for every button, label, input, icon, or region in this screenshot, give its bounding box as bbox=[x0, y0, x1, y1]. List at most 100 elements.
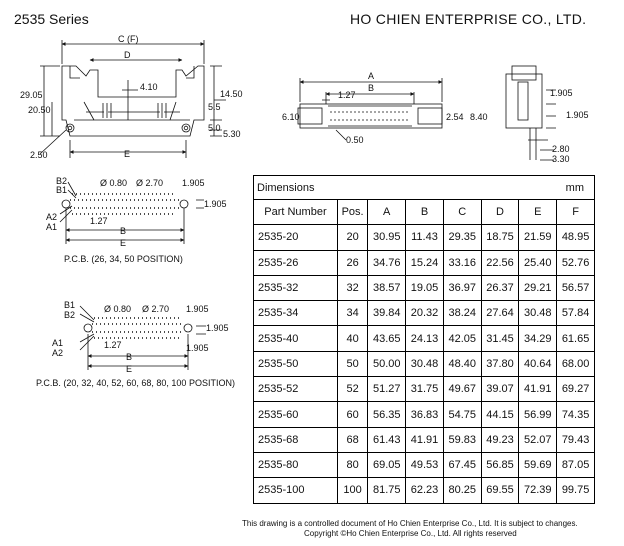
value-cell: 25.40 bbox=[518, 249, 558, 276]
value-cell: 81.75 bbox=[367, 477, 407, 504]
pcb-layout-2 bbox=[79, 305, 206, 370]
dim-pitch: 1.27 bbox=[338, 90, 356, 100]
series-title: 2535 Series bbox=[14, 11, 89, 27]
pcb1-pitch-2: 1.905 bbox=[204, 199, 227, 209]
top-view bbox=[297, 78, 443, 141]
value-cell: 61.43 bbox=[367, 426, 407, 453]
pcb2-drill-2: Ø 2.70 bbox=[142, 304, 169, 314]
dim-right-3: 5.0 bbox=[208, 123, 221, 133]
part-number-cell: 2535-52 bbox=[253, 376, 338, 403]
value-cell: 40 bbox=[336, 325, 369, 352]
dim-bottom: 0.50 bbox=[346, 135, 364, 145]
value-cell: 31.75 bbox=[405, 376, 444, 403]
part-number-cell: 2535-80 bbox=[253, 451, 338, 479]
value-cell: 99.75 bbox=[556, 477, 595, 504]
value-cell: 41.91 bbox=[518, 376, 558, 403]
dim-right-a: 2.54 bbox=[446, 112, 464, 122]
part-number-cell: 2535-100 bbox=[253, 477, 338, 504]
part-number-cell: 2535-40 bbox=[253, 325, 338, 352]
value-cell: 57.84 bbox=[556, 300, 595, 327]
value-cell: 74.35 bbox=[556, 401, 595, 428]
value-cell: 80.25 bbox=[442, 477, 482, 504]
value-cell: 79.43 bbox=[556, 426, 595, 453]
value-cell: 29.21 bbox=[518, 274, 558, 302]
side-dim-top: 1.905 bbox=[550, 88, 573, 98]
table-title: Dimensions bbox=[257, 181, 315, 194]
pcb-layout-1 bbox=[59, 181, 204, 244]
value-cell: 49.67 bbox=[442, 376, 482, 403]
value-cell: 43.65 bbox=[367, 325, 407, 352]
value-cell: 56.35 bbox=[367, 401, 407, 428]
value-cell: 69.55 bbox=[480, 477, 520, 504]
value-cell: 20 bbox=[336, 224, 369, 251]
dim-height-1: 29.05 bbox=[20, 90, 43, 100]
part-number-cell: 2535-32 bbox=[253, 274, 338, 302]
part-number-cell: 2535-60 bbox=[253, 401, 338, 428]
value-cell: 30.95 bbox=[367, 224, 407, 251]
pcb2-pitch-4: 1.27 bbox=[104, 340, 122, 350]
dim-left: 6.10 bbox=[282, 112, 300, 122]
part-number-cell: 2535-20 bbox=[253, 224, 338, 251]
col-header-f: F bbox=[556, 198, 595, 226]
pcb2-caption: P.C.B. (20, 32, 40, 52, 60, 68, 80, 100 … bbox=[36, 378, 235, 388]
pcb2-dim-e: E bbox=[126, 364, 132, 374]
value-cell: 32 bbox=[336, 274, 369, 302]
dim-right-1: 14.50 bbox=[220, 89, 243, 99]
col-header-e: E bbox=[518, 198, 558, 226]
pcb2-dim-b: B bbox=[126, 352, 132, 362]
pcb2-drill-1: Ø 0.80 bbox=[104, 304, 131, 314]
value-cell: 49.53 bbox=[405, 451, 444, 479]
table-title-row: Dimensions mm bbox=[253, 175, 595, 200]
value-cell: 39.84 bbox=[367, 300, 407, 327]
pcb2-b2: B2 bbox=[64, 310, 75, 320]
value-cell: 42.05 bbox=[442, 325, 482, 352]
pcb1-drill-1: Ø 0.80 bbox=[100, 178, 127, 188]
value-cell: 26 bbox=[336, 249, 369, 276]
value-cell: 50.00 bbox=[367, 350, 407, 378]
dimensions-table: Dimensions mm Part Number Pos. A B C D E… bbox=[253, 175, 595, 504]
value-cell: 37.80 bbox=[480, 350, 520, 378]
front-view bbox=[39, 40, 226, 158]
dim-right-2: 5.5 bbox=[208, 102, 221, 112]
value-cell: 44.15 bbox=[480, 401, 520, 428]
value-cell: 52.07 bbox=[518, 426, 558, 453]
table-header-row: Part Number Pos. A B C D E F bbox=[253, 198, 595, 226]
dim-b-label: B bbox=[368, 83, 374, 93]
value-cell: 69.27 bbox=[556, 376, 595, 403]
dim-e-label: E bbox=[124, 149, 130, 159]
value-cell: 39.07 bbox=[480, 376, 520, 403]
pcb1-b2: B2 bbox=[56, 176, 67, 186]
col-header-b: B bbox=[405, 198, 444, 226]
pcb1-b1: B1 bbox=[56, 185, 67, 195]
value-cell: 68 bbox=[336, 426, 369, 453]
value-cell: 31.45 bbox=[480, 325, 520, 352]
value-cell: 56.57 bbox=[556, 274, 595, 302]
pcb2-a2: A2 bbox=[52, 348, 63, 358]
dim-right-4: 5.30 bbox=[223, 129, 241, 139]
value-cell: 41.91 bbox=[405, 426, 444, 453]
pcb1-a2: A2 bbox=[46, 212, 57, 222]
dim-height-3: 2.50 bbox=[30, 150, 48, 160]
part-number-cell: 2535-50 bbox=[253, 350, 338, 378]
value-cell: 38.57 bbox=[367, 274, 407, 302]
value-cell: 61.65 bbox=[556, 325, 595, 352]
col-header-part: Part Number bbox=[253, 198, 338, 226]
pcb2-b1: B1 bbox=[64, 300, 75, 310]
value-cell: 52.76 bbox=[556, 249, 595, 276]
col-header-pos: Pos. bbox=[336, 198, 369, 226]
table-unit: mm bbox=[565, 181, 584, 194]
value-cell: 67.45 bbox=[442, 451, 482, 479]
value-cell: 21.59 bbox=[518, 224, 558, 251]
value-cell: 38.24 bbox=[442, 300, 482, 327]
value-cell: 20.32 bbox=[405, 300, 444, 327]
side-view bbox=[505, 65, 556, 161]
pcb2-pitch-2: 1.905 bbox=[206, 323, 229, 333]
